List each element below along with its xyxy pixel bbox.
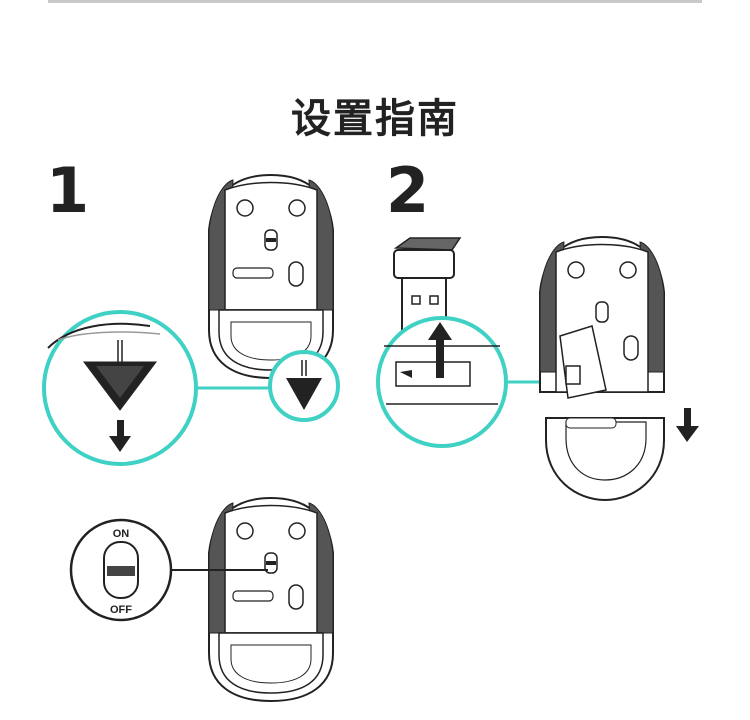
step1-mouse	[208, 174, 334, 379]
down-arrow-icon	[676, 408, 699, 442]
step1-zoom-circle	[42, 310, 198, 466]
step1-small-circle	[268, 350, 340, 422]
step2-detached-cover	[545, 417, 665, 502]
step-1-number: 1	[46, 154, 90, 227]
page-title: 设置指南	[291, 96, 459, 142]
top-divider	[48, 0, 702, 3]
power-switch-icon: ON OFF	[69, 518, 173, 622]
step2-zoom-circle	[376, 316, 508, 448]
down-arrow-icon	[109, 420, 131, 452]
step1b-mouse	[208, 497, 334, 702]
switch-on-label: ON	[113, 528, 130, 540]
up-arrow-icon	[428, 322, 452, 378]
switch-off-label: OFF	[110, 604, 132, 616]
step2-mouse	[539, 235, 665, 399]
usb-receiver-icon	[393, 237, 462, 331]
step-2-number: 2	[386, 154, 430, 227]
